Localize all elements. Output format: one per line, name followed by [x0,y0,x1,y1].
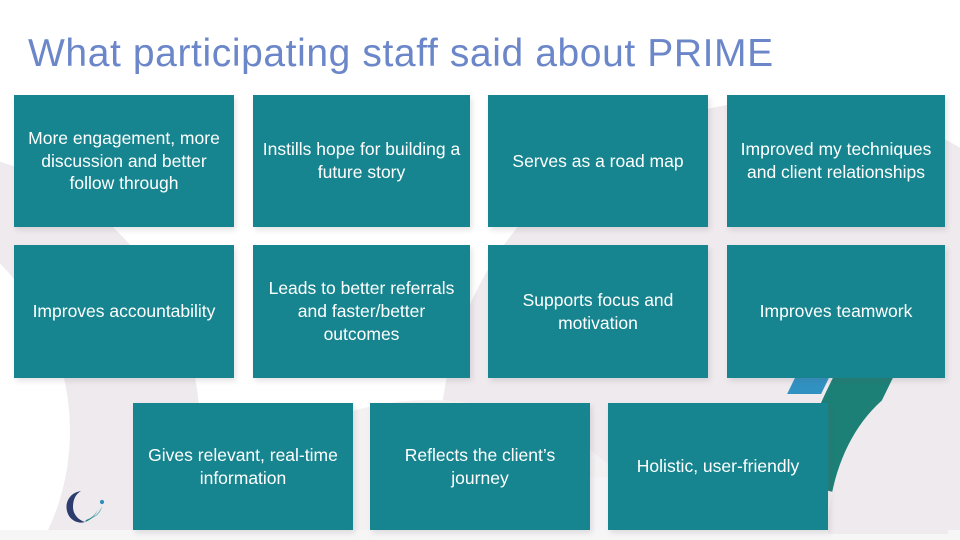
feedback-card-text: More engagement, more discussion and bet… [28,127,220,194]
feedback-card-text: Holistic, user-friendly [636,456,800,477]
feedback-card-text: Improves accountability [32,301,216,322]
feedback-card-text: Reflects the client’s journey [404,444,556,488]
feedback-card: Improves accountability [14,245,234,378]
feedback-card: Leads to better referrals and faster/bet… [253,245,470,378]
bottom-strip-decoration [0,530,960,540]
feedback-card-text: Leads to better referrals and faster/bet… [268,278,455,344]
feedback-card: Supports focus and motivation [488,245,708,378]
feedback-card: Holistic, user-friendly [608,403,828,530]
feedback-card-text: Supports focus and motivation [522,289,674,333]
green-wedge-cutout [828,374,948,534]
page-title: What participating staff said about PRIM… [28,32,774,75]
feedback-card: Gives relevant, real-time information [133,403,353,530]
feedback-card-text: Gives relevant, real-time information [148,444,338,488]
feedback-card: More engagement, more discussion and bet… [14,95,234,227]
feedback-card-text: Serves as a road map [512,150,684,171]
feedback-card-text: Improves teamwork [759,301,913,322]
feedback-card: Improved my techniques and client relati… [727,95,945,227]
feedback-card: Serves as a road map [488,95,708,227]
feedback-card: Reflects the client’s journey [370,403,590,530]
feedback-card: Improves teamwork [727,245,945,378]
blue-parallelogram-decoration [787,378,829,394]
feedback-card-text: Improved my techniques and client relati… [740,139,932,182]
feedback-card: Instills hope for building a future stor… [253,95,470,227]
swoosh-logo [66,491,105,523]
feedback-card-text: Instills hope for building a future stor… [262,139,461,182]
